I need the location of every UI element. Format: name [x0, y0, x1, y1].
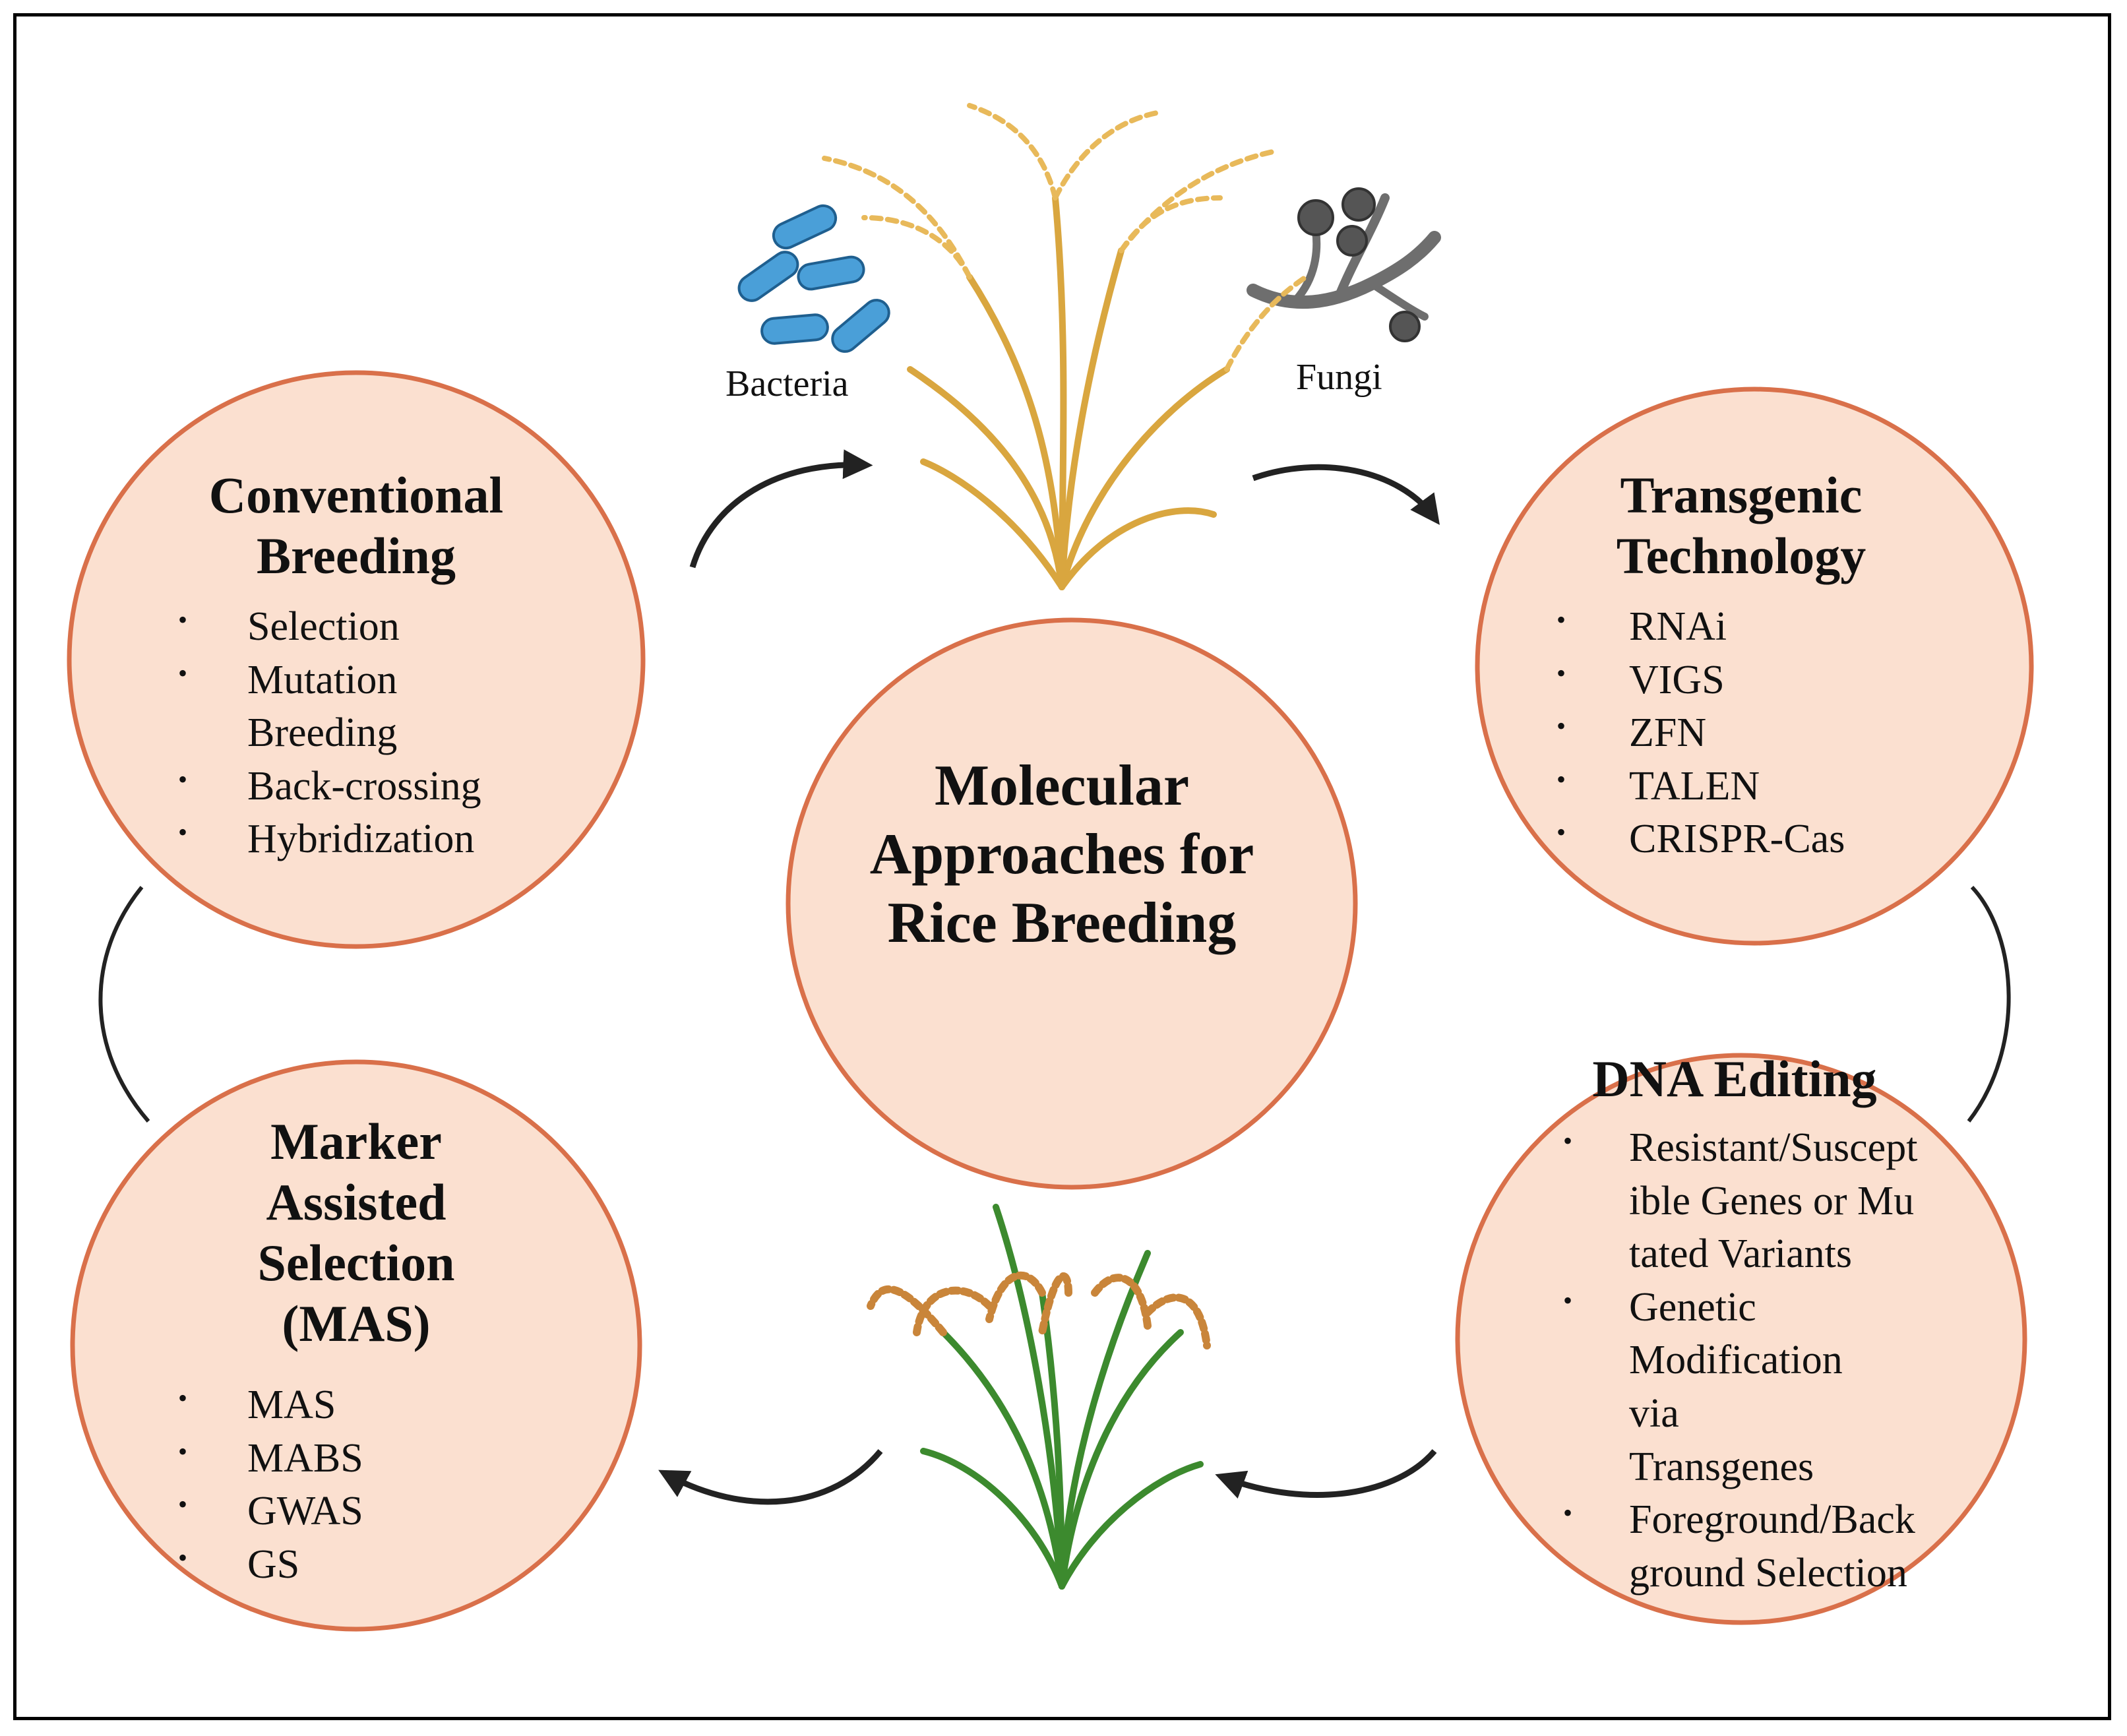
top-right-arrow	[1252, 464, 1440, 525]
bacteria-label: Bacteria	[725, 363, 849, 404]
fungi-label: Fungi	[1296, 357, 1382, 398]
list-item: •GS	[178, 1541, 300, 1587]
center-title: Molecular Approaches for Rice Breeding	[869, 754, 1254, 955]
transgenic-technology-list: •RNAi •VIGS •ZFN •TALEN •CRISPR-Cas	[1550, 600, 1919, 866]
conventional-breeding-list: •Selection •Mutation Breeding •Back-cros…	[171, 600, 541, 866]
list-item: •Resistant/Susceptible Genes or Mutated …	[1563, 1125, 1918, 1277]
list-item: •MAS	[178, 1382, 336, 1427]
list-item: •Back-crossing	[178, 763, 481, 809]
top-left-arrow	[689, 449, 873, 569]
bottom-right-arrow	[1215, 1449, 1437, 1499]
green-rice-plant-icon	[867, 1204, 1211, 1590]
list-item: •Genetic Modification via Transgenes	[1563, 1284, 1843, 1489]
transgenic-technology-circle	[1475, 387, 2034, 946]
list-item: •Foreground/Background Selection	[1563, 1497, 1915, 1596]
mas-circle	[70, 1059, 642, 1632]
list-item: •Hybridization	[178, 817, 475, 862]
dry-rice-plant-icon	[822, 103, 1309, 590]
bacteria-icon	[737, 204, 890, 353]
left-connector	[98, 886, 150, 1123]
transgenic-technology-title: Transgenic Technology	[1616, 466, 1866, 585]
conventional-breeding-circle	[67, 370, 646, 949]
mas-title: Marker Assisted Selection (MAS)	[257, 1113, 455, 1353]
dna-editing-circle	[1455, 1053, 2027, 1625]
list-item: •Mutation Breeding	[178, 657, 398, 756]
list-item: •MABS	[178, 1435, 363, 1481]
list-item: •Selection	[178, 604, 400, 649]
bottom-left-arrow	[658, 1449, 883, 1505]
molecular-approaches-circle	[786, 617, 1358, 1190]
dna-editing-list: •Resistant/Susceptible Genes or Mutated …	[1550, 1121, 1919, 1599]
right-connector	[1967, 885, 2011, 1123]
list-item: •CRISPR-Cas	[1557, 817, 1845, 862]
list-item: •GWAS	[178, 1489, 363, 1534]
diagram-frame	[13, 13, 2111, 1720]
list-item: •VIGS	[1557, 657, 1725, 702]
list-item: •TALEN	[1557, 763, 1760, 809]
fungi-icon	[1247, 187, 1441, 342]
mas-list: •MAS •MABS •GWAS •GS	[171, 1379, 501, 1591]
list-item: •ZFN	[1557, 710, 1707, 756]
conventional-breeding-title: Conventional Breeding	[208, 466, 504, 585]
list-item: •RNAi	[1557, 604, 1727, 649]
dna-editing-title: DNA Editing	[1592, 1050, 1877, 1107]
